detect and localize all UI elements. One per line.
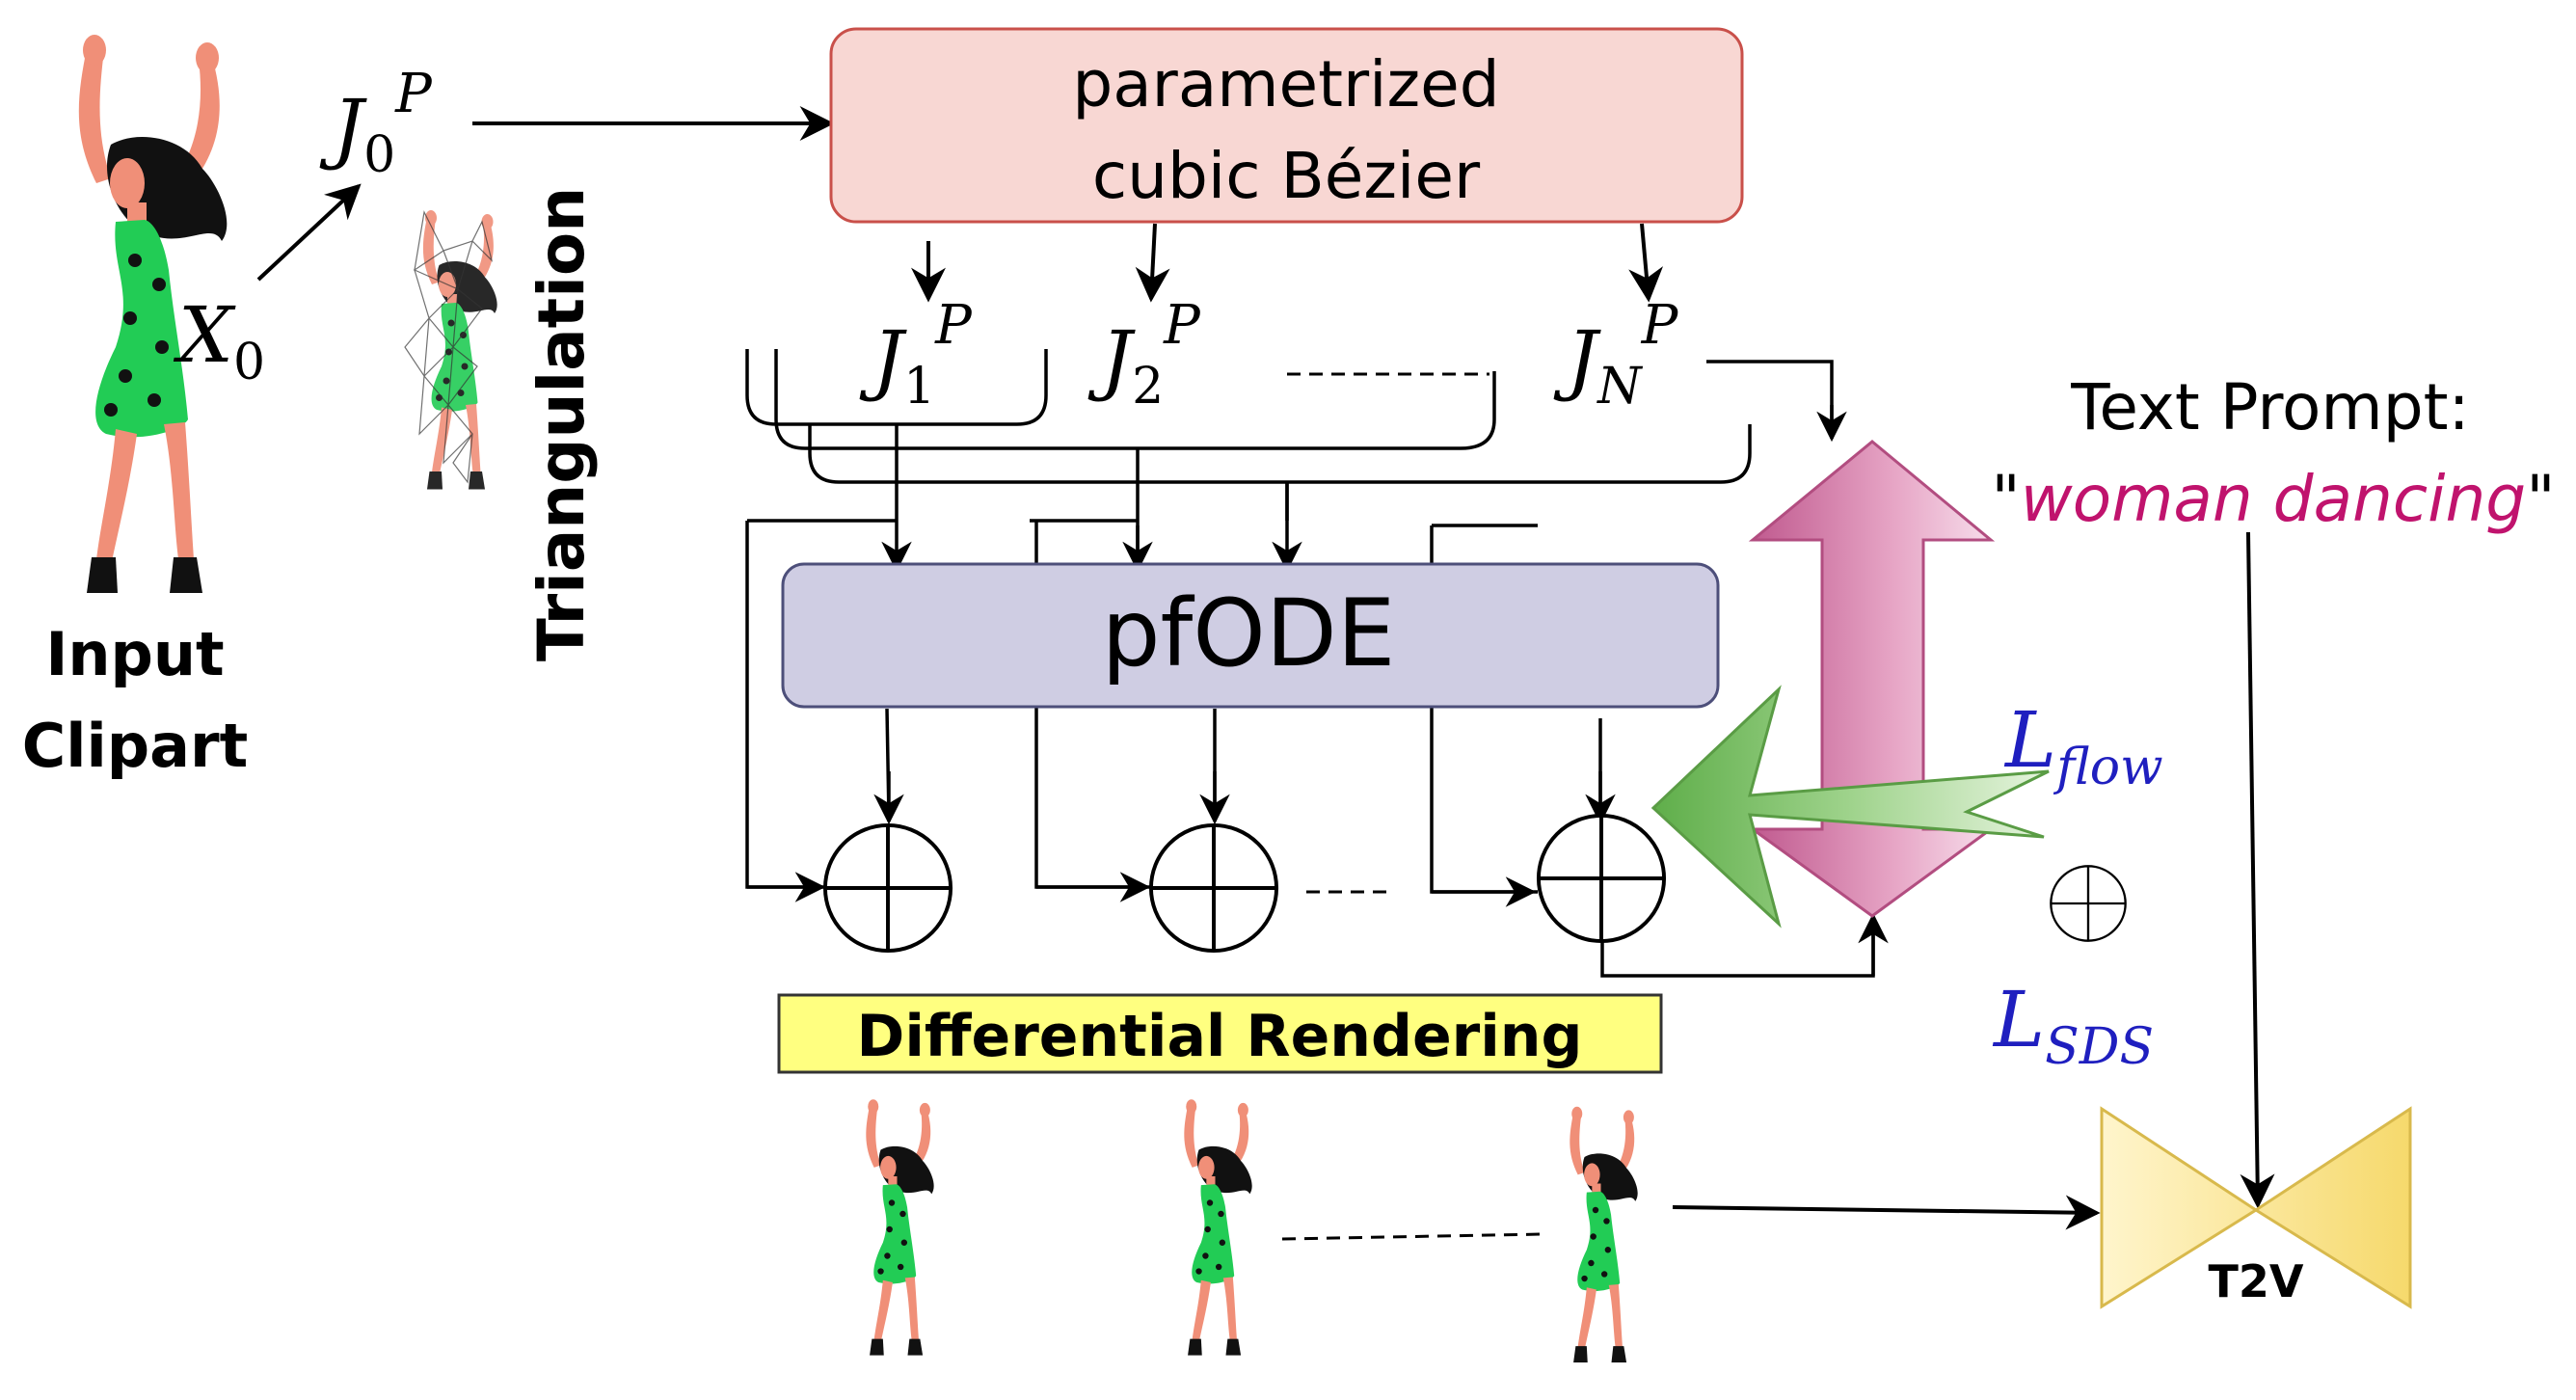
arrow-prompt-to-t2v bbox=[2240, 531, 2275, 1209]
bezier-label-line2: cubic Bézier bbox=[1092, 139, 1481, 213]
output-frame-2 bbox=[1184, 1099, 1252, 1356]
input-label-line1: Input bbox=[45, 619, 224, 689]
prompt-text-line: "woman dancing" bbox=[1991, 462, 2555, 536]
output-frame-1 bbox=[866, 1099, 934, 1356]
ellipsis-dash-frames bbox=[1281, 1232, 1543, 1241]
diff-render-label: Differential Rendering bbox=[857, 1003, 1583, 1070]
circled-plus-icon bbox=[822, 822, 953, 954]
jn-label: JNP bbox=[1553, 294, 1679, 416]
text-prompt-label: Text Prompt: bbox=[2070, 370, 2469, 444]
t2v-label: T2V bbox=[2209, 1255, 2304, 1307]
triangulation-label: Triangulation bbox=[524, 187, 599, 661]
lsds-label: LSDS bbox=[1992, 975, 2154, 1076]
circled-plus-icon bbox=[1148, 822, 1279, 954]
pfode-box bbox=[781, 562, 1720, 709]
green-arrow bbox=[1650, 685, 2050, 929]
t2v-bowtie bbox=[2100, 1106, 2412, 1309]
circled-plus-icon bbox=[1536, 813, 1667, 944]
j0-label: J0P bbox=[319, 63, 433, 184]
x0-label: X0 bbox=[173, 290, 265, 391]
pfode-label: pfODE bbox=[1102, 579, 1396, 687]
diff-render-box bbox=[777, 993, 1663, 1074]
arrow-frames-to-t2v bbox=[1672, 1195, 2101, 1230]
arrow-bezier-to-j2 bbox=[1135, 223, 1170, 303]
input-label-line2: Clipart bbox=[22, 711, 248, 781]
bezier-box bbox=[829, 27, 1744, 224]
arrow-x0-to-j0 bbox=[256, 183, 362, 282]
lflow-label: Lflow bbox=[2003, 695, 2163, 796]
pink-double-arrow bbox=[1748, 440, 1996, 918]
triangulated-mesh-icon bbox=[404, 210, 497, 490]
j1-label: J1P bbox=[859, 294, 973, 416]
j2-label: J2P bbox=[1087, 294, 1201, 416]
output-frame-n bbox=[1570, 1106, 1638, 1363]
bezier-label-line1: parametrized bbox=[1072, 47, 1499, 121]
arrow-bezier-to-jn bbox=[1628, 223, 1664, 303]
circled-plus-icon bbox=[2050, 865, 2127, 942]
